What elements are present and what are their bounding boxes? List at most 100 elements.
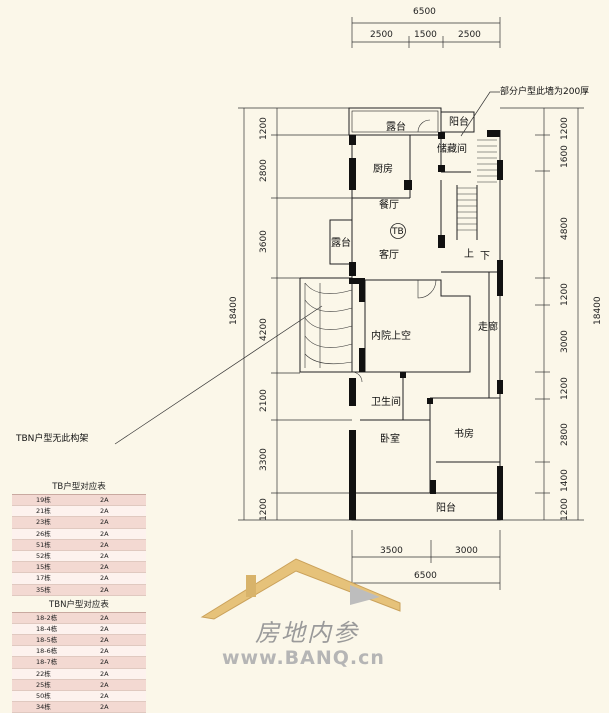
stair-treads [457,139,497,231]
dim-right-seg-4: 1200 [560,283,570,306]
dim-right-seg-5: 3000 [560,330,570,353]
room-terrace-side: 露台 [331,236,351,249]
building-cell: 50栋 [36,692,51,700]
unit-cell: 2A [100,658,109,667]
pergola-slats [304,282,353,368]
building-cell: 18-7栋 [36,658,58,667]
unit-cell: 2A [100,540,109,549]
type-marker-label: TB [391,227,404,237]
table-row: 23栋 2A [12,517,146,529]
room-dining: 餐厅 [379,198,399,211]
table-row: 18-5栋 2A [12,635,146,647]
building-cell: 18-6栋 [36,647,58,656]
annotation-leaders [114,91,500,445]
table-row: 25栋 2A [12,679,146,691]
table-row: 15栋 2A [12,562,146,574]
table-row: 50栋 2A [12,691,146,703]
table-row: 18-2栋 2A [12,612,146,624]
dim-top-seg-2: 1500 [414,30,437,40]
bottom-dimensions [351,530,501,590]
room-bedroom: 卧室 [380,432,400,445]
watermark-logo: 房地内参 www.BANQ.cn [200,555,460,695]
unit-cell: 2A [100,551,109,560]
dim-right-seg-9: 1200 [560,498,570,521]
building-cell: 18-5栋 [36,636,58,645]
unit-cell: 2A [100,613,109,622]
dim-bottom-seg-1: 3500 [380,546,403,556]
dim-left-seg-2: 2800 [259,159,269,182]
watermark-brand: 房地内参 [255,619,359,647]
room-courtyard-void: 内院上空 [371,329,411,342]
room-terrace-top: 露台 [386,120,406,133]
building-cell: 18-4栋 [36,624,58,633]
dim-right-seg-3: 4800 [560,217,570,240]
unit-cell: 2A [100,692,109,700]
building-cell: 19栋 [36,496,51,504]
dim-bottom-seg-2: 3000 [455,546,478,556]
unit-cell: 2A [100,680,109,689]
unit-cell: 2A [100,507,109,516]
table-row: 18-6栋 2A [12,646,146,658]
table-row: 18-7栋 2A [12,657,146,669]
building-cell: 17栋 [36,574,51,583]
building-cell: 25栋 [36,680,51,689]
dim-right-seg-7: 2800 [560,423,570,446]
tb-table-title: TB户型对应表 [12,478,146,495]
tbn-note: TBN户型无此构架 [15,432,88,444]
building-cell: 23栋 [36,518,51,527]
room-corridor: 走廊 [478,320,498,333]
stair-up-label: 上 [464,248,474,260]
table-row: 21栋 2A [12,506,146,518]
unit-cell: 2A [100,574,109,583]
left-dimensions [238,107,352,521]
dim-top-seg-3: 2500 [458,30,481,40]
room-balcony-bottom: 阳台 [436,501,456,514]
building-cell: 15栋 [36,563,51,572]
building-cell: 51栋 [36,540,51,549]
unit-cell: 2A [100,518,109,527]
unit-cell: 2A [100,563,109,572]
table-row: 51栋 2A [12,539,146,551]
thick-walls [349,130,503,520]
dim-right-total: 18400 [593,296,603,325]
dim-right-seg-2: 1600 [560,145,570,168]
watermark-url: www.BANQ.cn [222,647,385,669]
room-living: 客厅 [379,248,399,261]
tbn-table-title: TBN户型对应表 [12,596,146,613]
room-bathroom: 卫生间 [371,395,401,408]
dim-right-seg-6: 1200 [560,377,570,400]
unit-cell: 2A [100,703,109,712]
house-roof-icon [200,558,401,620]
dim-left-total: 18400 [229,296,239,325]
door-swings [351,119,437,383]
thin-walls [299,107,501,521]
right-dimensions [500,107,584,521]
dim-top-total: 6500 [413,7,436,17]
unit-cell: 2A [100,585,109,594]
table-row: 34栋 2A [12,702,146,713]
building-cell: 18-2栋 [36,613,58,622]
building-cell: 26栋 [36,529,51,538]
unit-cell: 2A [100,496,109,504]
building-cell: 22栋 [36,669,51,678]
dim-top-seg-1: 2500 [370,30,393,40]
building-cell: 21栋 [36,507,51,516]
unit-cell: 2A [100,636,109,645]
room-storage: 储藏间 [437,142,467,155]
dim-left-seg-5: 2100 [259,389,269,412]
dim-left-seg-4: 4200 [259,318,269,341]
building-cell: 34栋 [36,703,51,712]
room-kitchen: 厨房 [373,162,393,175]
dim-right-seg-1: 1200 [560,117,570,140]
unit-cell: 2A [100,647,109,656]
